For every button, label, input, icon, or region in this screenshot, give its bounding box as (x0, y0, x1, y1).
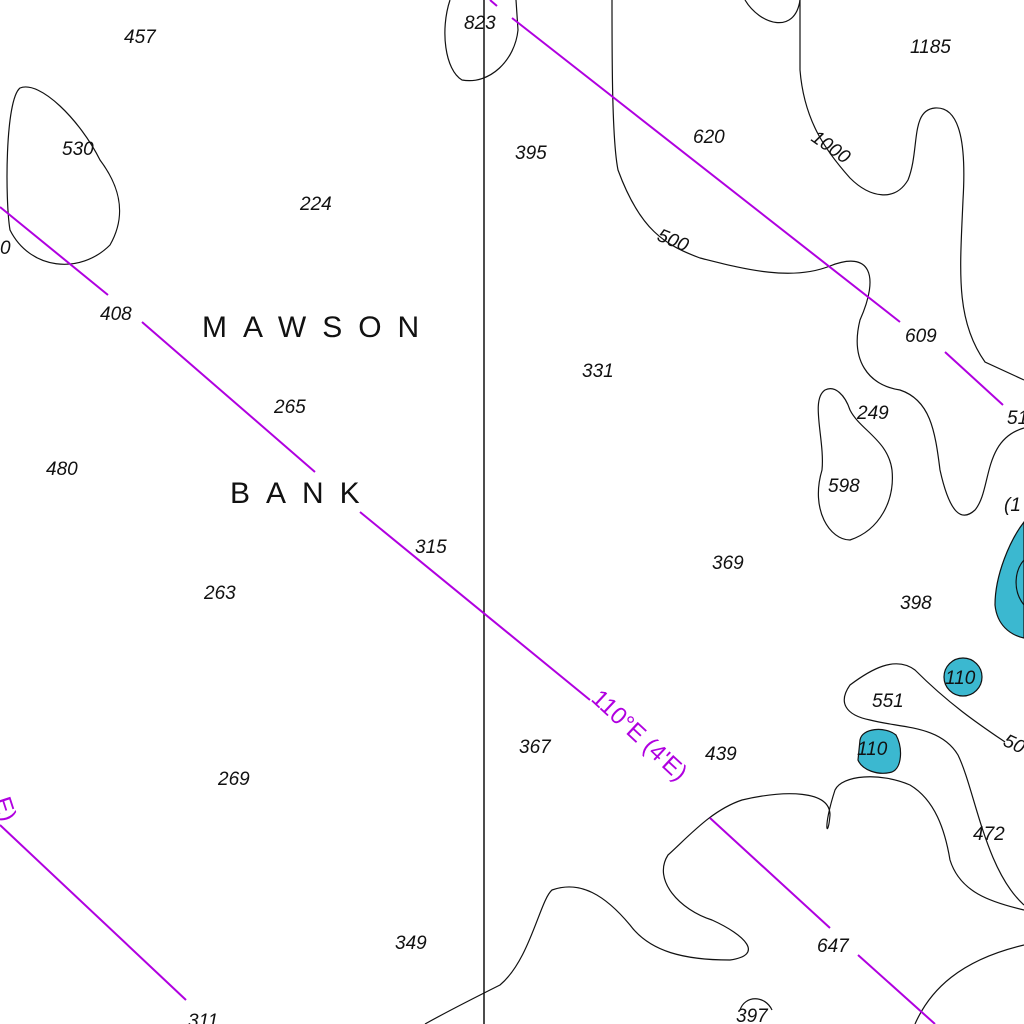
sounding: 472 (973, 824, 1005, 845)
sounding: 598 (828, 476, 860, 497)
sounding: 551 (872, 691, 904, 712)
meridian-line-west (0, 824, 187, 1001)
meridian-label: 110°E (4'E) (586, 685, 693, 787)
sounding-partial: 51 (1007, 408, 1024, 429)
contour-551 (843, 663, 1024, 906)
contour-823 (444, 0, 519, 82)
contour-label-partial: 50 (1000, 730, 1024, 758)
shoal-110-a (943, 657, 983, 697)
sounding: 331 (582, 361, 614, 382)
contour-397 (739, 998, 773, 1011)
shoal-east (994, 521, 1024, 639)
sounding: 480 (46, 459, 78, 480)
contour-500 (611, 0, 1024, 516)
shoal-areas (857, 521, 1024, 774)
shoal-east-inner (1015, 559, 1024, 606)
sounding: 395 (515, 143, 547, 164)
sounding-partial: (1 (1004, 495, 1021, 516)
sounding: 224 (299, 194, 332, 215)
sounding: 369 (712, 553, 744, 574)
contour-bottom-right (914, 944, 1024, 1024)
sounding: 609 (905, 326, 937, 347)
meridian-line-north (489, 0, 1004, 406)
sounding: 265 (273, 397, 306, 418)
depth-contours (6, 0, 1024, 1024)
meridian-line-110e (0, 206, 936, 1024)
sounding: 530 (62, 139, 94, 160)
contour-598 (817, 388, 893, 541)
contour-label: 1000 (807, 127, 854, 169)
sounding: 457 (124, 27, 157, 48)
feature-name-bank: BANK (230, 477, 376, 510)
sounding: 823 (464, 13, 496, 34)
sounding: 439 (705, 744, 737, 765)
feature-name-mawson: MAWSON (202, 311, 435, 344)
sounding: 269 (217, 769, 250, 790)
sounding: 110 (945, 668, 976, 689)
sounding-partial: 0 (0, 238, 11, 259)
sounding: 408 (100, 304, 132, 325)
sounding: 311 (188, 1011, 218, 1024)
contour-1000 (799, 0, 1024, 381)
meridian-label-partial: E) (0, 794, 21, 825)
sounding: 367 (519, 737, 552, 758)
sounding: 349 (395, 933, 427, 954)
contour-bottom (424, 776, 1024, 1024)
sounding: 1185 (910, 37, 951, 58)
sounding: 315 (415, 537, 447, 558)
contour-530 (6, 86, 121, 265)
sounding: 647 (817, 936, 850, 957)
sounding: 620 (693, 127, 725, 148)
sounding: 398 (900, 593, 932, 614)
sounding: 249 (856, 403, 889, 424)
shoal-110-b (857, 728, 902, 774)
sounding: 397 (736, 1006, 769, 1024)
sounding: 110 (857, 739, 888, 760)
soundings: 457 823 1185 530 395 620 224 408 609 265… (0, 13, 1024, 1024)
contour-top (744, 0, 801, 24)
sounding: 263 (203, 583, 236, 604)
